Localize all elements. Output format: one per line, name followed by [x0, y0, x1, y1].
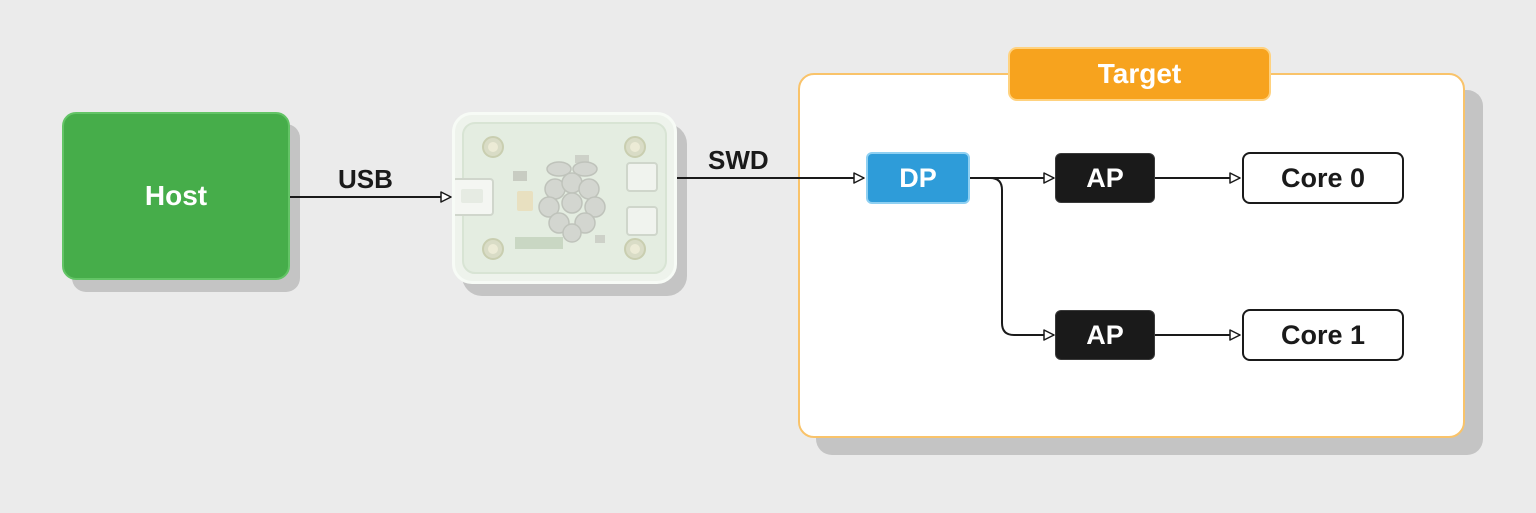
ap1-node: AP [1055, 310, 1155, 360]
host-box: Host [62, 112, 290, 280]
ap1-label: AP [1086, 319, 1124, 350]
host-label: Host [144, 180, 208, 211]
dp-to-ap1-wire [970, 177, 1055, 341]
debug-probe-icon [452, 112, 677, 284]
dp-label: DP [899, 162, 937, 193]
swd-label: SWD [708, 145, 769, 175]
core0-node: Core 0 [1242, 152, 1404, 204]
core1-node: Core 1 [1242, 309, 1404, 361]
ap0-node: AP [1055, 153, 1155, 203]
ap0-label: AP [1086, 162, 1124, 193]
core1-label: Core 1 [1280, 319, 1366, 350]
usb-label: USB [338, 164, 393, 194]
target-title: Target [1097, 58, 1182, 89]
target-container [798, 73, 1465, 438]
core0-label: Core 0 [1280, 162, 1366, 193]
target-title-tab: Target [1008, 47, 1271, 101]
dp-node: DP [866, 152, 970, 204]
probe-board-icon [455, 122, 667, 274]
